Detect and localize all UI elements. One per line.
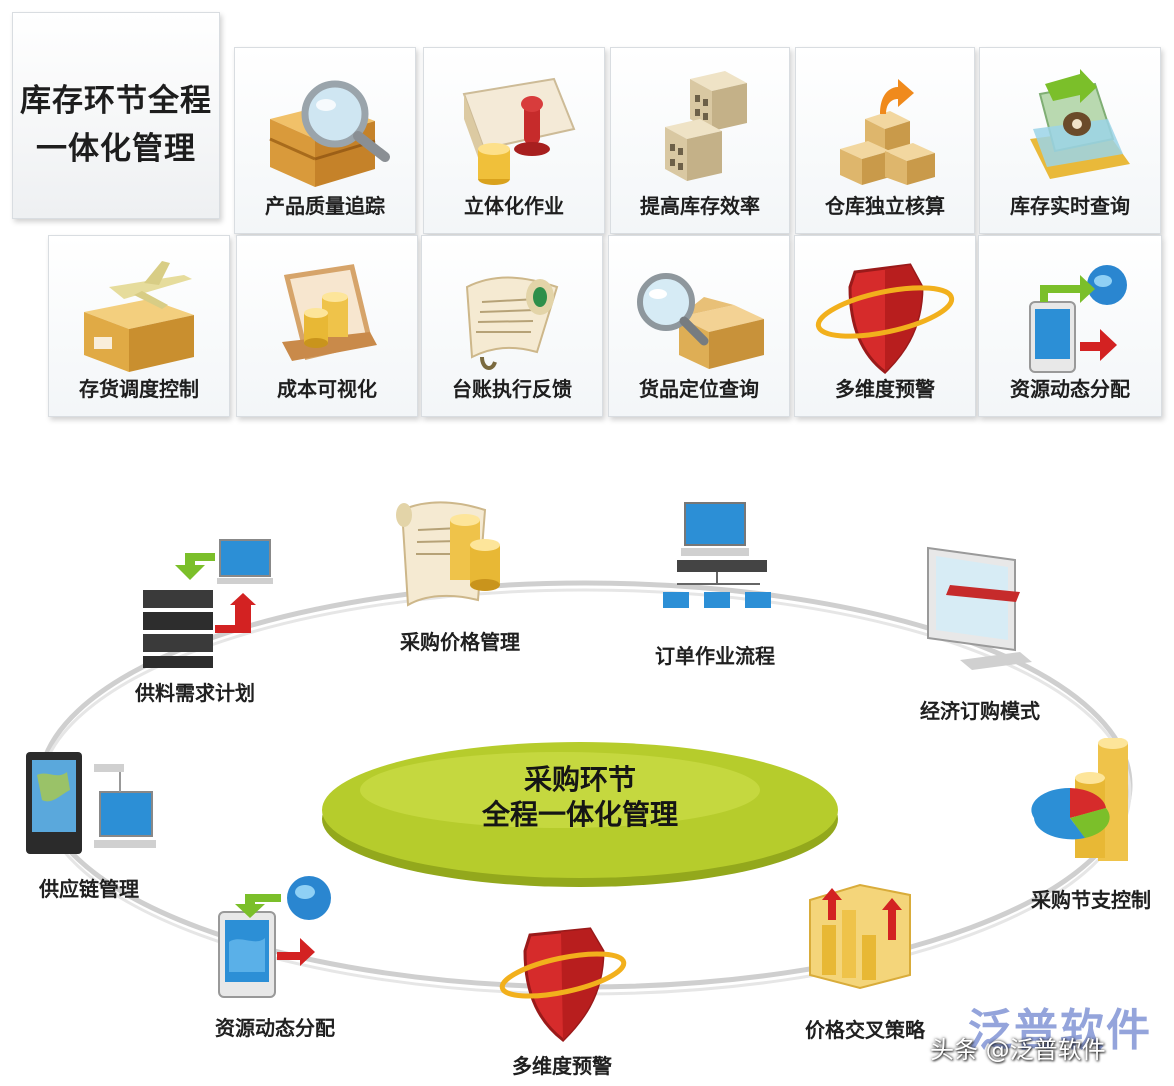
attribution-text: 头条 @泛普软件 [930,1036,1106,1064]
device-map-icon [26,752,156,854]
tile-label: 仓库独立核算 [825,194,945,218]
tile-label: 多维度预警 [835,377,935,401]
scroll-coins-icon [396,501,500,607]
coins-frame-icon [237,252,417,382]
node-label: 多维度预警 [512,1054,612,1078]
tile-inventory-dispatch-control[interactable]: 存货调度控制 [48,235,230,417]
center-title-line-1: 采购环节 [523,763,636,796]
stamp-coins-icon [424,64,604,194]
node-label: 供料需求计划 [135,681,255,705]
tile-label: 立体化作业 [464,194,564,218]
shield-icon [499,927,627,1042]
watermark-logo: 泛普软件 [968,1005,1152,1056]
device-globe-icon [218,876,331,998]
monitor-icon [927,546,1032,670]
tile-cost-visualization[interactable]: 成本可视化 [236,235,418,417]
shield-icon [795,252,975,382]
node-dynamic-resource-allocation[interactable] [215,872,340,1000]
tile-label: 台账执行反馈 [452,377,572,401]
tile-label: 资源动态分配 [1010,377,1130,401]
tile-label: 提高库存效率 [640,194,760,218]
tile-realtime-inventory-query[interactable]: 库存实时查询 [979,47,1161,234]
node-order-workflow[interactable] [655,498,780,623]
tile-label: 库存实时查询 [1010,194,1130,218]
tile-independent-warehouse-accounting[interactable]: 仓库独立核算 [795,47,975,234]
tile-label: 成本可视化 [277,377,377,401]
tile-integrated-operation[interactable]: 立体化作业 [423,47,605,234]
tile-label: 货品定位查询 [639,377,759,401]
node-label: 经济订购模式 [920,699,1040,723]
tile-product-quality-tracking[interactable]: 产品质量追踪 [234,47,416,234]
tile-improve-inventory-efficiency[interactable]: 提高库存效率 [610,47,790,234]
node-multidimensional-warning[interactable] [495,925,630,1045]
network-icon [663,502,771,608]
tile-label: 产品质量追踪 [265,194,385,218]
node-label: 供应链管理 [39,877,139,901]
tile-multidimensional-warning[interactable]: 多维度预警 [794,235,976,417]
folder-camera-icon [980,64,1160,194]
tile-dynamic-resource-allocation[interactable]: 资源动态分配 [978,235,1162,417]
center-title-line-2: 全程一体化管理 [481,798,678,831]
building-blocks-icon [611,64,789,194]
node-purchase-price-management[interactable] [390,490,520,615]
node-label: 资源动态分配 [215,1016,335,1040]
node-material-demand-plan[interactable] [135,535,285,670]
tile-goods-location-query[interactable]: 货品定位查询 [608,235,790,417]
title-panel: 库存环节全程 一体化管理 [12,12,220,219]
title-line-1: 库存环节全程 [20,83,212,119]
box-plane-icon [49,252,229,382]
node-purchase-cost-saving-control[interactable] [1030,737,1145,868]
box-magnifier-icon [609,252,789,382]
pie-coins-icon [1031,737,1128,861]
node-label: 价格交叉策略 [805,1018,925,1042]
node-price-cross-strategy[interactable] [800,880,920,990]
boxes-arrow-icon [796,64,974,194]
device-globe-icon [979,252,1161,382]
scroll-pen-icon [422,252,602,382]
tile-label: 存货调度控制 [79,377,199,401]
crate-magnifier-icon [235,64,415,194]
server-monitor-icon [143,539,273,668]
node-supply-chain-management[interactable] [22,750,162,860]
node-economic-order-model[interactable] [920,540,1035,670]
node-label: 采购节支控制 [1031,888,1151,912]
tile-ledger-execution-feedback[interactable]: 台账执行反馈 [421,235,603,417]
node-label: 采购价格管理 [400,630,520,654]
bar-chart-icon [809,883,911,990]
node-label: 订单作业流程 [655,644,775,668]
title-line-2: 一体化管理 [36,131,196,167]
